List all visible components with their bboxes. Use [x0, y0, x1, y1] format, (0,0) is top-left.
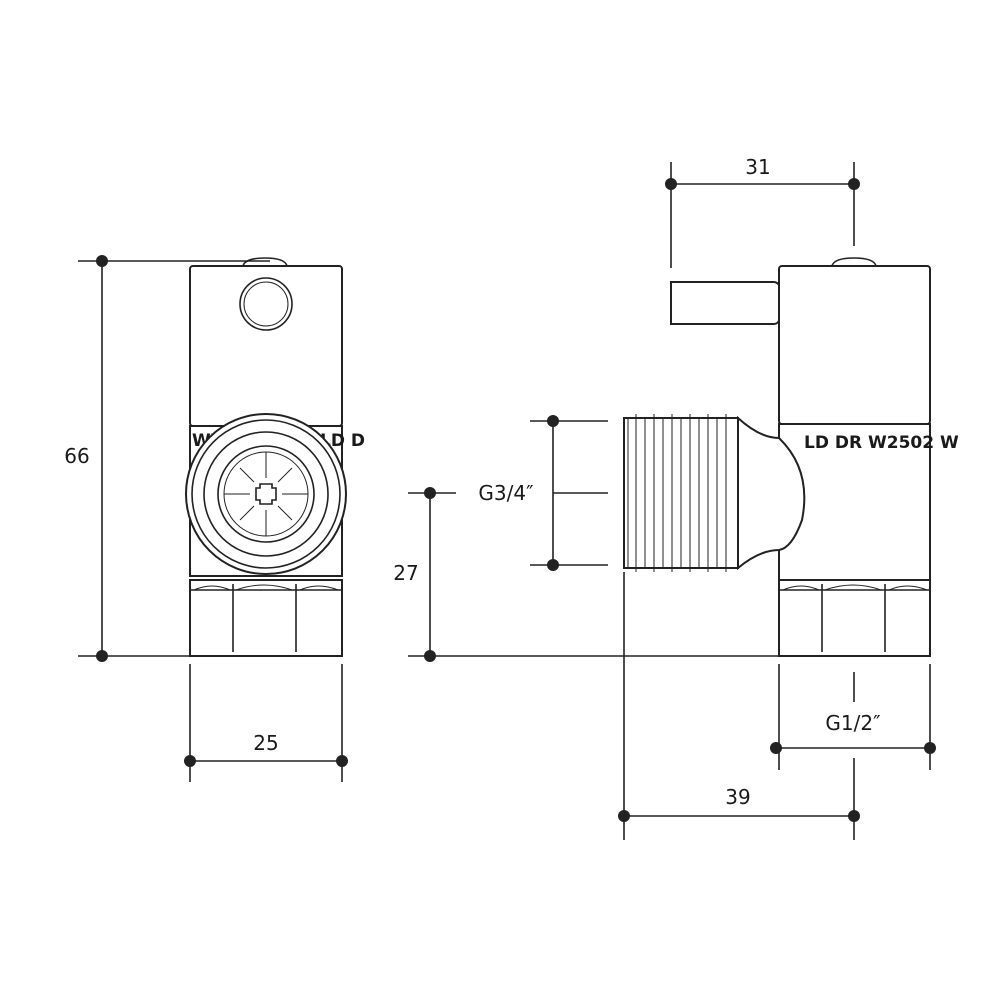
- side-inlet-neck: [737, 415, 806, 571]
- dim-39-dot-left: [618, 810, 630, 822]
- dim-39-label: 39: [725, 785, 750, 809]
- front-hex-chamfers: [193, 584, 339, 591]
- front-inlet-ring-4: [217, 445, 315, 543]
- front-center-cross: [255, 483, 277, 505]
- dim-66-dot-bottom: [96, 650, 108, 662]
- dim-g12-dot-right: [924, 742, 936, 754]
- side-hex-chamfers: [782, 584, 928, 591]
- front-filter-spokes: [224, 452, 308, 536]
- side-upper-body: [778, 265, 931, 425]
- side-body-marking: LD DR W2502 W: [804, 433, 959, 453]
- side-view: LD DR W2502 W: [623, 257, 959, 657]
- dim-thread-g12: G1/2″: [770, 664, 936, 770]
- dim-g34-dot-bottom: [547, 559, 559, 571]
- front-upper-body: [189, 265, 343, 427]
- dim-height-27: 27: [393, 487, 779, 662]
- front-hex-nut: [189, 579, 343, 657]
- dim-31-label: 31: [745, 155, 770, 179]
- dim-thread-g34: G3/4″: [478, 415, 608, 571]
- dim-25-dot-left: [184, 755, 196, 767]
- dim-width-25: 25: [184, 664, 348, 782]
- front-handle-hole-outer: [239, 277, 293, 331]
- front-marking-right: LD D: [320, 431, 365, 451]
- dim-27-label: 27: [393, 561, 418, 585]
- side-inlet-threads: [627, 414, 727, 572]
- dim-25-dot-right: [336, 755, 348, 767]
- dim-g12-dot-left: [770, 742, 782, 754]
- dim-39-dot-right: [848, 810, 860, 822]
- dim-31-dot-left: [665, 178, 677, 190]
- dim-g34-label: G3/4″: [478, 481, 533, 505]
- dim-27-dot-bottom: [424, 650, 436, 662]
- front-inlet-outer-ring: [185, 413, 347, 575]
- dim-g34-dot-top: [547, 415, 559, 427]
- front-handle-hole-inner: [243, 281, 289, 327]
- side-top-cap: [831, 257, 877, 267]
- front-view: WW LD D: [185, 257, 365, 657]
- dim-27-dot-top: [424, 487, 436, 499]
- front-inlet-ring-2: [191, 419, 341, 569]
- dim-handle-31: 31: [665, 155, 860, 268]
- dim-depth-39: 39: [618, 572, 860, 840]
- dim-31-dot-right: [848, 178, 860, 190]
- front-inlet-ring-3: [203, 431, 329, 557]
- side-handle: [670, 281, 784, 325]
- front-top-cap: [242, 257, 288, 267]
- dim-66-dot-top: [96, 255, 108, 267]
- side-hex-nut: [778, 579, 931, 657]
- dim-66-label: 66: [64, 444, 89, 468]
- dim-height-66: 66: [64, 255, 270, 662]
- dim-g12-label: G1/2″: [825, 711, 880, 735]
- dim-25-label: 25: [253, 731, 278, 755]
